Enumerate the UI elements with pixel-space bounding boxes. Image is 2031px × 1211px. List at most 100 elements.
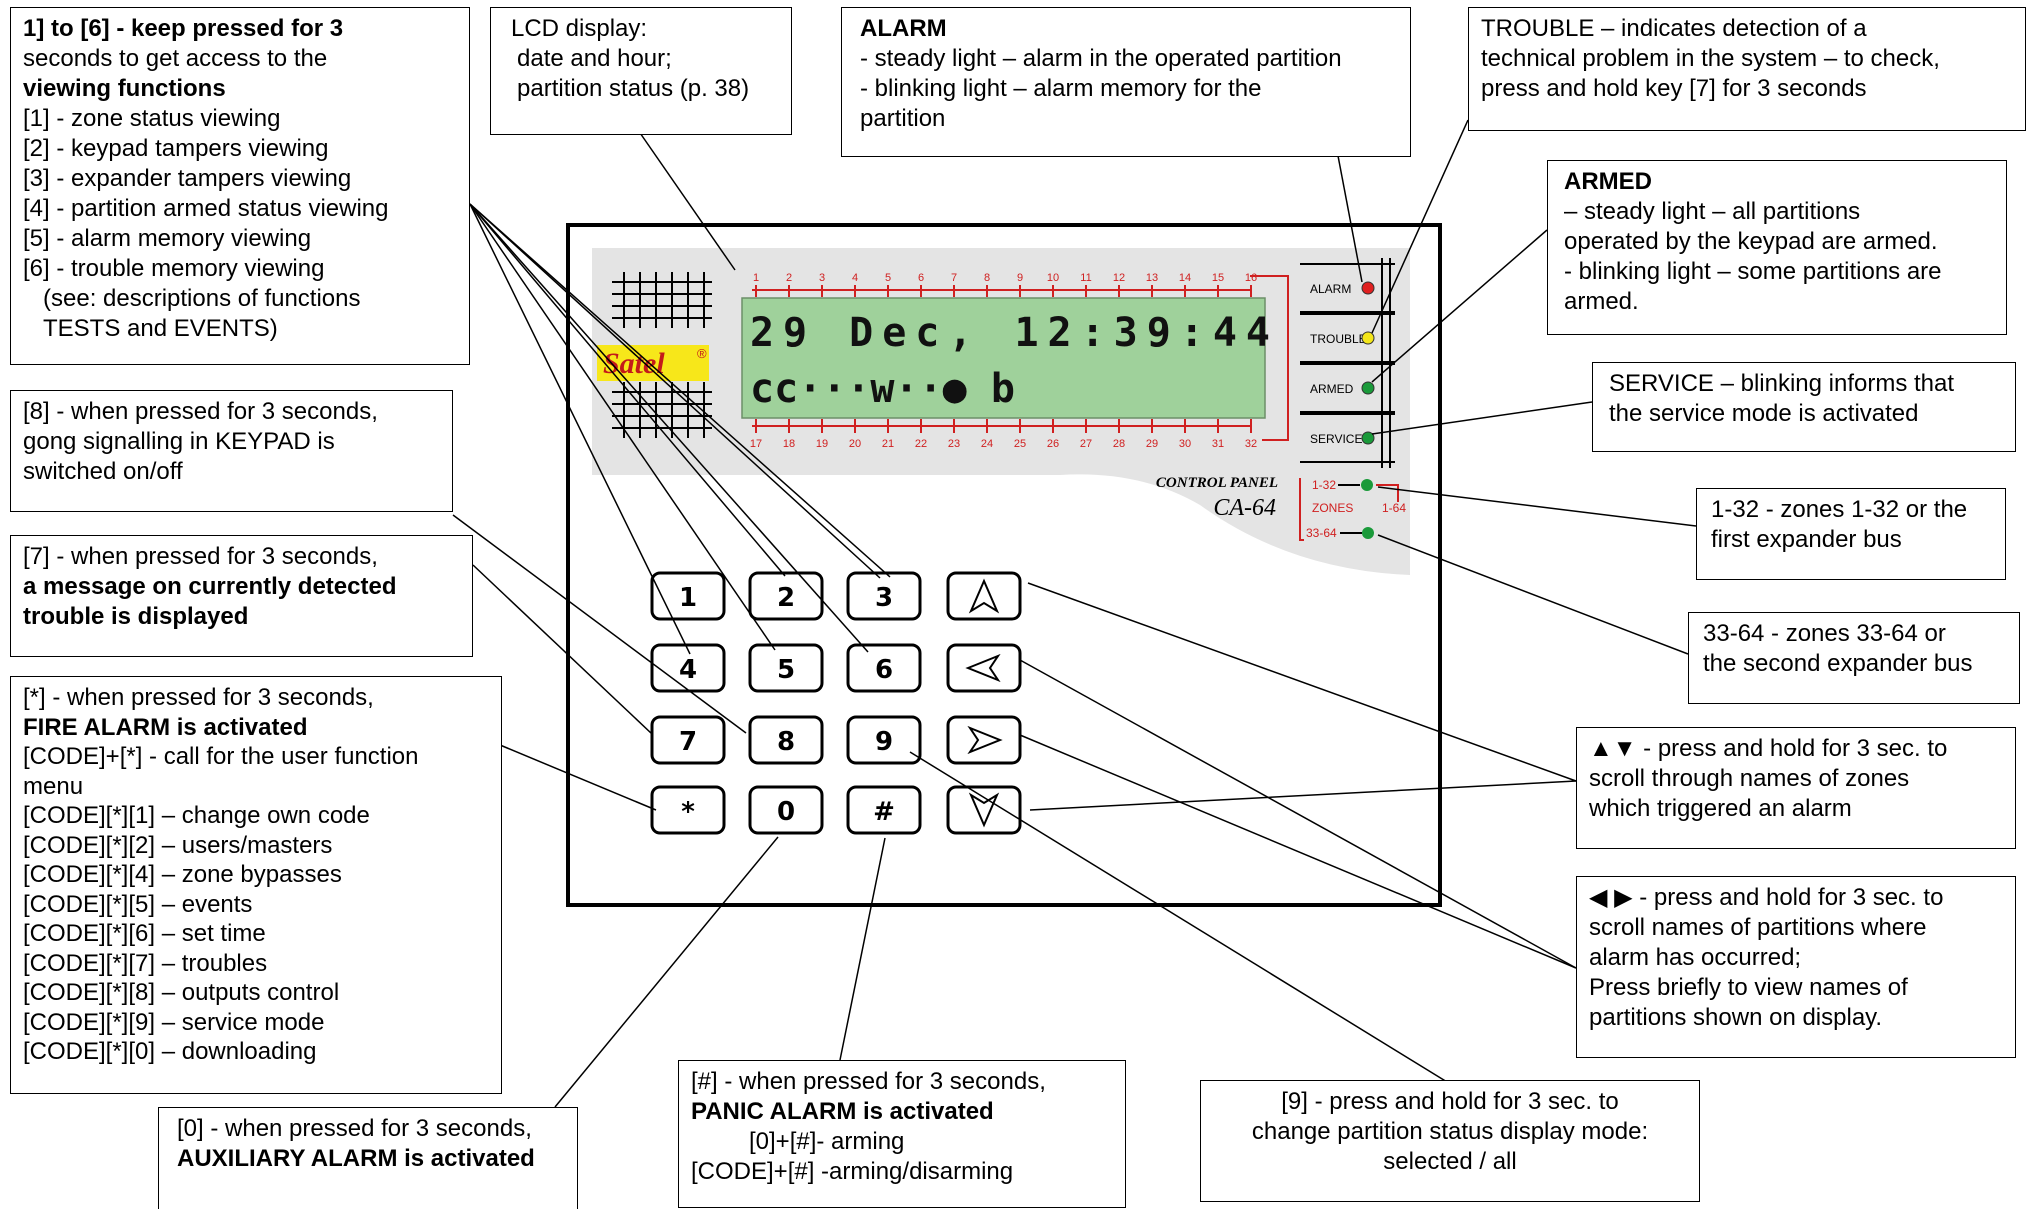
- star-key-callout-line: [CODE][*][0] – downloading: [23, 1038, 317, 1065]
- left-right-callout-line: alarm has occurred;: [1589, 944, 1802, 971]
- arrow-up-icon: [968, 578, 1000, 614]
- trouble-callout-line: technical problem in the system – to che…: [1481, 45, 1940, 72]
- left-right-callout-line: Press briefly to view names of: [1589, 974, 1908, 1001]
- key-8[interactable]: 8: [748, 715, 824, 765]
- viewing-line: [6] - trouble memory viewing: [23, 255, 325, 282]
- key-8-callout-line: switched on/off: [23, 458, 183, 485]
- viewing-line: TESTS and EVENTS): [43, 315, 278, 342]
- zero-key-callout-line: AUXILIARY ALARM is activated: [177, 1145, 535, 1172]
- brand-text: Satel: [603, 347, 665, 380]
- armed-callout-line: armed.: [1564, 288, 1639, 315]
- viewing-functions-callout: 1] to [6] - keep pressed for 3 seconds t…: [10, 7, 470, 365]
- zero-key-callout: [0] - when pressed for 3 seconds, AUXILI…: [158, 1107, 578, 1209]
- viewing-line: seconds to get access to the: [23, 45, 328, 72]
- zones-33-64-callout-line: 33-64 - zones 33-64 or: [1703, 620, 1946, 647]
- key-9[interactable]: 9: [846, 715, 922, 765]
- zones-1-32-callout: 1-32 - zones 1-32 or the first expander …: [1696, 488, 2006, 580]
- zones-1-64-label: 1-64: [1382, 501, 1406, 515]
- zone-number-label: 29: [1146, 438, 1158, 450]
- zone-number-label: 1: [753, 272, 759, 284]
- key-9-callout: [9] - press and hold for 3 sec. to chang…: [1200, 1080, 1700, 1202]
- leader-lines: [452, 119, 1697, 1108]
- zone-number-label: 17: [750, 438, 762, 450]
- zone-number-label: 13: [1146, 272, 1158, 284]
- lcd-callout-line: partition status (p. 38): [517, 75, 750, 102]
- zones-33-64-callout-line: the second expander bus: [1703, 650, 1973, 677]
- key-arrow-right[interactable]: [946, 715, 1022, 765]
- lcd-line-2: cc···w··● b: [750, 366, 1015, 412]
- arrow-left-icon: [965, 653, 1001, 683]
- hash-key-callout-line: [CODE]+[#] -arming/disarming: [691, 1158, 1014, 1185]
- brand-mark: ®: [697, 346, 707, 361]
- key-arrow-left[interactable]: [946, 643, 1022, 693]
- viewing-line: viewing functions: [23, 75, 226, 102]
- key-9-callout-line: selected / all: [1383, 1148, 1517, 1175]
- key-4[interactable]: 4: [650, 643, 726, 693]
- zone-number-label: 32: [1245, 438, 1257, 450]
- up-down-callout: ▲▼ - press and hold for 3 sec. to scroll…: [1576, 727, 2016, 849]
- key-label: 6: [875, 655, 893, 685]
- left-right-callout-line: partitions shown on display.: [1589, 1004, 1883, 1031]
- key-0[interactable]: 0: [748, 785, 824, 835]
- key-arrow-down[interactable]: [946, 785, 1022, 835]
- zone-number-label: 15: [1212, 272, 1224, 284]
- key-7-callout-line: a message on currently detected: [23, 573, 397, 600]
- service-callout-line: the service mode is activated: [1609, 400, 1919, 427]
- key-6[interactable]: 6: [846, 643, 922, 693]
- indicator-alarm-label: ALARM: [1310, 282, 1351, 296]
- zone-number-label: 2: [786, 272, 792, 284]
- zone-number-label: 23: [948, 438, 960, 450]
- key-7[interactable]: 7: [650, 715, 726, 765]
- armed-callout-line: – steady light – all partitions: [1564, 198, 1861, 225]
- zone-number-label: 24: [981, 438, 993, 450]
- key-2[interactable]: 2: [748, 571, 824, 621]
- alarm-callout: ALARM - steady light – alarm in the oper…: [841, 7, 1411, 157]
- indicator-alarm-led: [1361, 281, 1375, 295]
- zones-label: ZONES: [1312, 501, 1353, 515]
- model-line-1: CONTROL PANEL: [1156, 475, 1278, 491]
- trouble-callout-line: press and hold key [7] for 3 seconds: [1481, 75, 1867, 102]
- key-star[interactable]: *: [650, 785, 726, 835]
- key-hash[interactable]: #: [846, 785, 922, 835]
- star-key-callout-line: [CODE][*][9] – service mode: [23, 1008, 325, 1036]
- star-key-callout-line: [CODE]+[*] - call for the user function: [23, 743, 419, 770]
- star-key-callout: [*] - when pressed for 3 seconds, FIRE A…: [10, 676, 502, 1094]
- zone-number-label: 22: [915, 438, 927, 450]
- indicator-trouble-led: [1361, 331, 1375, 345]
- lcd-screen: [741, 297, 1266, 419]
- key-5[interactable]: 5: [748, 643, 824, 693]
- lcd-callout: LCD display: date and hour; partition st…: [490, 7, 792, 135]
- key-3[interactable]: 3: [846, 571, 922, 621]
- speaker-grille-icon: [612, 272, 712, 328]
- up-down-callout-line: ▲▼ - press and hold for 3 sec. to: [1589, 735, 1948, 762]
- indicator-service-label: SERVICE: [1310, 432, 1362, 446]
- zone-number-label: 16: [1245, 272, 1257, 284]
- zones-33-64-callout: 33-64 - zones 33-64 or the second expand…: [1688, 612, 2020, 704]
- armed-callout: ARMED – steady light – all partitions op…: [1547, 160, 2007, 335]
- arrow-down-icon: [968, 792, 1000, 828]
- key-1[interactable]: 1: [650, 571, 726, 621]
- zone-number-label: 7: [951, 272, 957, 284]
- armed-callout-line: operated by the keypad are armed.: [1564, 228, 1938, 255]
- star-key-callout-line: [CODE][*][6] – set time: [23, 920, 266, 947]
- left-right-callout-line: ◀ ▶ - press and hold for 3 sec. to: [1589, 884, 1944, 911]
- hash-key-callout: [#] - when pressed for 3 seconds, PANIC …: [678, 1060, 1126, 1208]
- zones-33-64-label: 33-64: [1306, 526, 1337, 540]
- star-key-callout-line: [CODE][*][1] – change own code: [23, 802, 370, 829]
- star-key-callout-line: menu: [23, 772, 84, 800]
- key-label: 8: [777, 727, 795, 757]
- zone-number-label: 31: [1212, 438, 1224, 450]
- lcd-callout-line: date and hour;: [517, 45, 672, 72]
- key-9-callout-line: change partition status display mode:: [1251, 1118, 1649, 1145]
- hash-key-callout-line: [0]+[#]- arming: [749, 1128, 905, 1155]
- zone-number-label: 10: [1047, 272, 1059, 284]
- key-arrow-up[interactable]: [946, 571, 1022, 621]
- indicator-armed-led: [1361, 381, 1375, 395]
- alarm-callout-line: partition: [860, 105, 946, 132]
- zero-key-callout-line: [0] - when pressed for 3 seconds,: [177, 1115, 532, 1142]
- alarm-callout-line: - blinking light – alarm memory for the: [860, 75, 1262, 102]
- zone-number-label: 25: [1014, 438, 1026, 450]
- zone-number-label: 30: [1179, 438, 1191, 450]
